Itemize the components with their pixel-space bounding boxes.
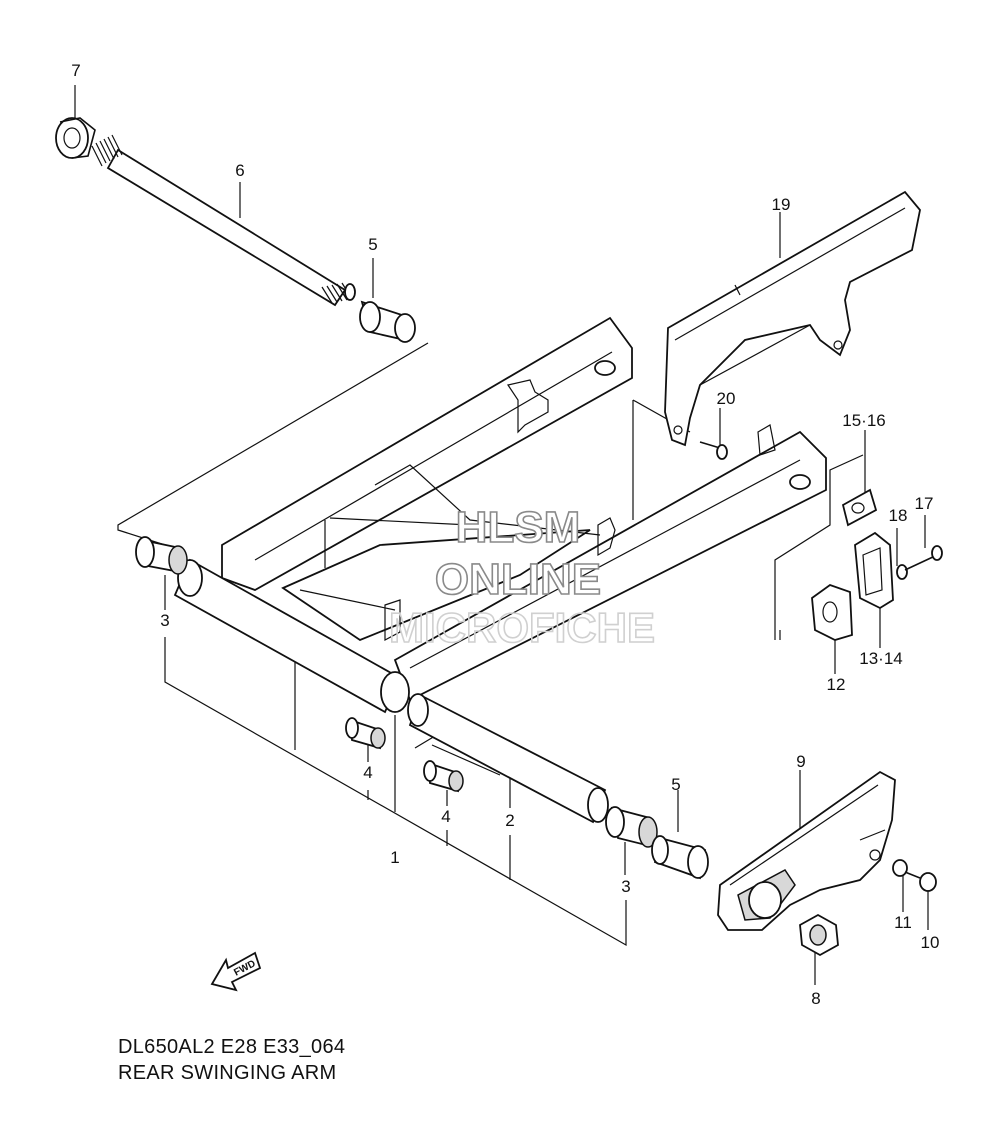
part-11-collar <box>892 859 908 877</box>
diagram-code: DL650AL2 E28 E33_064 <box>118 1036 346 1058</box>
part-17-bolt <box>904 545 943 571</box>
watermark-line-1: HLSM <box>456 503 581 552</box>
part-label-4: 4 <box>363 763 372 782</box>
part-8-nut <box>799 913 839 957</box>
part-label-13-14: 13·14 <box>859 649 902 668</box>
part-5-collar-upper <box>359 300 416 343</box>
part-label-18: 18 <box>889 506 908 525</box>
watermark-line-3: MICROFICHE <box>389 604 655 651</box>
part-label-6: 6 <box>235 161 244 180</box>
part-label-20: 20 <box>717 389 736 408</box>
diagram-title: REAR SWINGING ARM <box>118 1062 337 1084</box>
watermark-line-2: ONLINE <box>435 555 601 604</box>
part-label-19: 19 <box>772 195 791 214</box>
part-label-15-16: 15·16 <box>842 411 885 430</box>
part-label-2: 2 <box>505 811 514 830</box>
part-label-8: 8 <box>811 989 820 1008</box>
part-6-pivot-shaft <box>91 134 356 307</box>
part-label-12: 12 <box>827 675 846 694</box>
part-5-collar-lower <box>651 835 709 880</box>
part-18-washer <box>896 564 908 580</box>
part-3-bushing-left <box>135 536 188 575</box>
part-19-chain-cover <box>664 190 921 447</box>
part-2-pivot-tube <box>407 693 609 824</box>
part-label-5: 5 <box>368 235 377 254</box>
watermark: HLSM ONLINE MICROFICHE <box>388 502 656 652</box>
part-label-7: 7 <box>71 61 80 80</box>
part-13-14-adjuster <box>854 531 894 610</box>
part-label-4: 4 <box>441 807 450 826</box>
leader-lines <box>74 85 929 985</box>
part-1-swing-arm <box>173 316 827 714</box>
part-9-chain-case <box>717 770 896 931</box>
part-label-3: 3 <box>621 877 630 896</box>
part-label-17: 17 <box>915 494 934 513</box>
part-7-nut <box>55 117 96 159</box>
part-label-5: 5 <box>671 775 680 794</box>
fwd-arrow-icon: FWD <box>210 951 262 992</box>
part-label-11: 11 <box>894 913 912 932</box>
part-label-3: 3 <box>160 611 169 630</box>
part-10-bolt <box>904 871 937 892</box>
part-12-block <box>811 583 853 641</box>
part-15-16-plate <box>841 488 878 527</box>
part-20-bolt <box>699 441 728 460</box>
part-label-10: 10 <box>921 933 940 952</box>
part-label-9: 9 <box>796 752 805 771</box>
part-4-bearing-a <box>345 717 386 750</box>
part-4-bearing-b <box>423 760 464 793</box>
part-label-1: 1 <box>390 848 399 867</box>
part-3-bushing-right <box>605 806 658 848</box>
